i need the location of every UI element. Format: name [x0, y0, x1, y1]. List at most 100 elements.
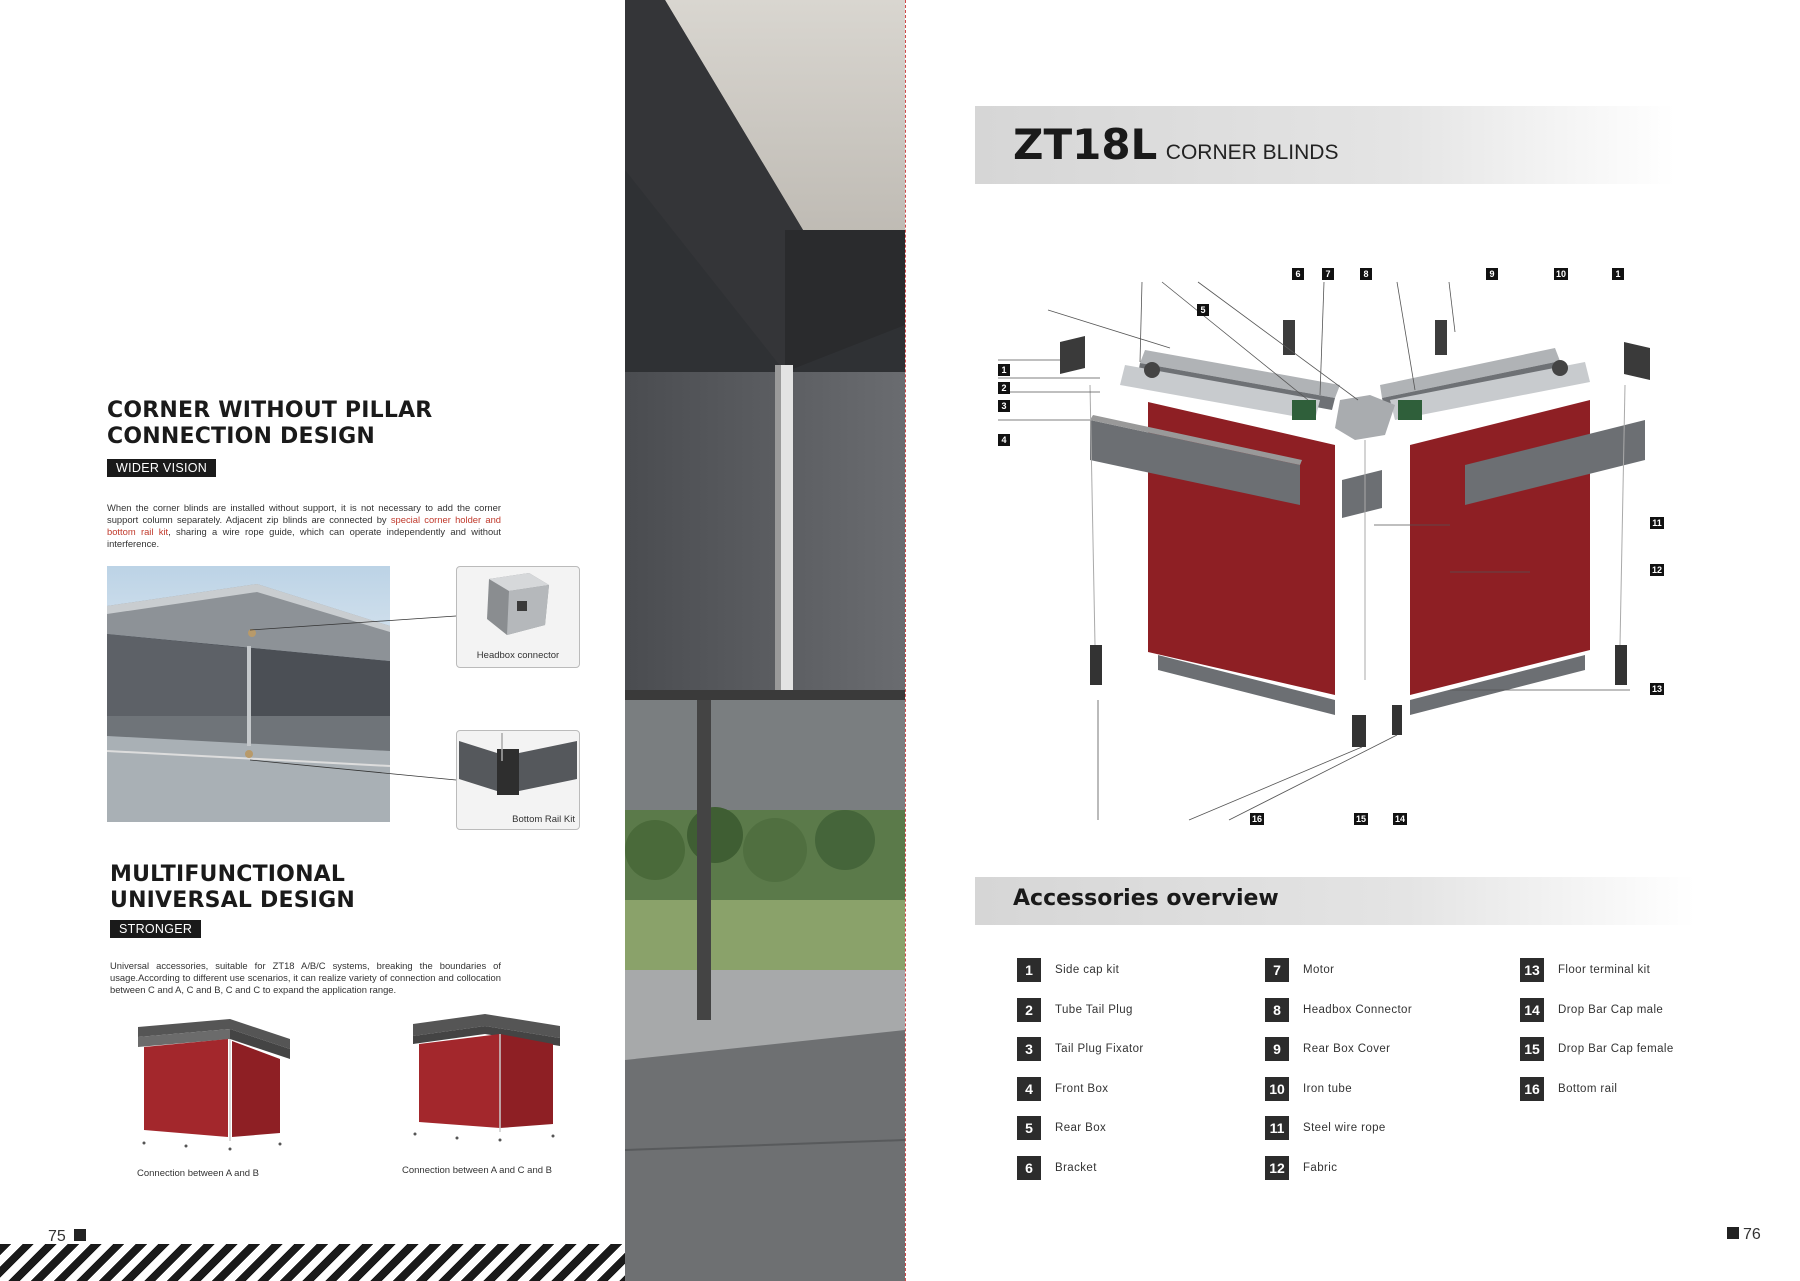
section1-title-line1: CORNER WITHOUT PILLAR: [107, 398, 433, 423]
accessory-label: Bottom rail: [1558, 1082, 1618, 1095]
callout-2: 2: [998, 382, 1010, 394]
accessory-label: Tube Tail Plug: [1055, 1003, 1133, 1016]
accessory-item: 3 Tail Plug Fixator: [1017, 1037, 1144, 1061]
accessory-item: 9 Rear Box Cover: [1265, 1037, 1390, 1061]
accessory-number: 16: [1520, 1076, 1544, 1101]
accessory-label: Iron tube: [1303, 1082, 1352, 1095]
page-fold-line: [905, 0, 906, 1281]
callout-4: 4: [998, 434, 1010, 446]
section1-para-highlight: special corner holder and bottom rail ki…: [107, 514, 501, 537]
architecture-photo: [625, 0, 905, 1281]
product-heading: ZT18L CORNER BLINDS: [1013, 120, 1338, 169]
accessory-item: 8 Headbox Connector: [1265, 997, 1413, 1022]
section-corner-title: CORNER WITHOUT PILLAR CONNECTION DESIGN: [107, 398, 432, 450]
accessory-number: 10: [1265, 1076, 1289, 1101]
accessory-label: Steel wire rope: [1303, 1122, 1386, 1134]
accessory-item: 12 Fabric: [1265, 1155, 1338, 1180]
accessory-item: 15 Drop Bar Cap female: [1520, 1037, 1674, 1061]
model-subtitle: CORNER BLINDS: [1165, 141, 1339, 164]
callout-14: 14: [1393, 813, 1407, 825]
accessory-number: 11: [1265, 1116, 1289, 1140]
accessory-number: 12: [1265, 1155, 1289, 1180]
page-marker-square: [74, 1229, 87, 1241]
accessory-number: 4: [1017, 1076, 1041, 1101]
accessory-number: 14: [1520, 997, 1544, 1022]
accessory-label: Tail Plug Fixator: [1055, 1043, 1144, 1055]
accessory-label: Drop Bar Cap female: [1558, 1043, 1674, 1055]
accessory-item: 14 Drop Bar Cap male: [1520, 997, 1664, 1022]
accessory-number: 13: [1520, 958, 1544, 982]
callout-1-top: 1: [1612, 268, 1624, 280]
bottom-rail-kit-callout: Bottom Rail Kit: [456, 730, 580, 830]
section2-title-line2: UNIVERSAL DESIGN: [110, 888, 355, 913]
accessory-number: 1: [1017, 958, 1041, 982]
accessory-item: 5 Rear Box: [1017, 1116, 1106, 1140]
accessory-label: Side cap kit: [1055, 964, 1120, 976]
callout-13: 13: [1650, 683, 1664, 695]
callout-6: 6: [1292, 268, 1304, 280]
accessory-item: 2 Tube Tail Plug: [1017, 997, 1133, 1022]
accessory-item: 10 Iron tube: [1265, 1076, 1352, 1101]
callout-5: 5: [1197, 304, 1209, 316]
accessory-number: 3: [1017, 1037, 1041, 1061]
connection-a-b-image: [130, 1015, 300, 1155]
accessory-number: 7: [1265, 958, 1289, 982]
accessory-label: Headbox Connector: [1303, 1003, 1413, 1016]
accessory-label: Drop Bar Cap male: [1558, 1003, 1664, 1016]
accessories-list: 1 Side cap kit 2 Tube Tail Plug 3 Tail Plug F…: [1017, 958, 1717, 1198]
callout-lines: [250, 615, 457, 781]
callout-16: 16: [1250, 813, 1264, 825]
callout-10: 10: [1554, 268, 1568, 280]
callout-3: 3: [998, 400, 1010, 412]
exploded-diagram: 6 7 8 9 10 1 5 1 2 3 4 11 12 13 16 15 14: [990, 260, 1690, 840]
connection-a-c-b-caption: Connection between A and C and B: [402, 1165, 553, 1176]
accessory-number: 5: [1017, 1116, 1041, 1140]
section1-title-line2: CONNECTION DESIGN: [107, 424, 376, 449]
accessory-item: 16 Bottom rail: [1520, 1076, 1618, 1101]
accessory-item: 1 Side cap kit: [1017, 958, 1119, 982]
section1-tag: WIDER VISION: [107, 459, 217, 477]
page-marker-square-right: [1727, 1227, 1739, 1239]
headbox-connector-image: [487, 573, 549, 635]
accessory-number: 15: [1520, 1037, 1544, 1061]
accessory-label: Floor terminal kit: [1558, 964, 1651, 976]
section1-para-after: , sharing a wire rope guide, which can o…: [107, 526, 501, 549]
callout-7: 7: [1322, 268, 1334, 280]
section2-title-line1: MULTIFUNCTIONAL: [110, 862, 346, 887]
accessory-number: 8: [1265, 997, 1289, 1022]
accessory-item: 11 Steel wire rope: [1265, 1116, 1386, 1140]
header-band: [975, 106, 1675, 184]
connection-a-b-caption: Connection between A and B: [137, 1168, 260, 1179]
accessory-label: Front Box: [1055, 1082, 1109, 1095]
accessory-number: 6: [1017, 1155, 1041, 1180]
model-name: ZT18L: [1013, 120, 1158, 169]
accessory-label: Rear Box Cover: [1303, 1043, 1391, 1055]
headbox-connector-caption: Headbox connector: [476, 650, 560, 661]
accessory-number: 9: [1265, 1037, 1289, 1061]
callout-11: 11: [1650, 517, 1664, 529]
building-photo: [107, 566, 390, 822]
section1-para-before: When the corner blinds are installed wit…: [107, 502, 501, 525]
accessory-label: Bracket: [1055, 1161, 1097, 1174]
accessory-label: Rear Box: [1055, 1122, 1107, 1134]
section-universal-title: MULTIFUNCTIONAL UNIVERSAL DESIGN: [110, 862, 355, 914]
footer-stripe-pattern: [0, 1244, 625, 1281]
accessory-item: 4 Front Box: [1017, 1076, 1109, 1101]
accessory-item: 6 Bracket: [1017, 1155, 1097, 1180]
callout-8: 8: [1360, 268, 1372, 280]
callout-1-left: 1: [998, 364, 1010, 376]
page-number-left: 75: [48, 1228, 87, 1246]
section1-paragraph: When the corner blinds are installed wit…: [107, 502, 501, 550]
accessory-label: Motor: [1303, 964, 1335, 976]
callout-9: 9: [1486, 268, 1498, 280]
callout-12: 12: [1650, 564, 1664, 576]
accessory-item: 7 Motor: [1265, 958, 1334, 982]
connection-a-c-b-image: [405, 1012, 575, 1152]
accessory-label: Fabric: [1303, 1161, 1338, 1174]
bottom-rail-kit-image: [459, 733, 577, 795]
accessories-title: Accessories overview: [1013, 886, 1279, 911]
section2-tag: STRONGER: [110, 920, 202, 938]
accessory-number: 2: [1017, 997, 1041, 1022]
callout-15: 15: [1354, 813, 1368, 825]
bottom-rail-kit-caption: Bottom Rail Kit: [512, 814, 575, 825]
